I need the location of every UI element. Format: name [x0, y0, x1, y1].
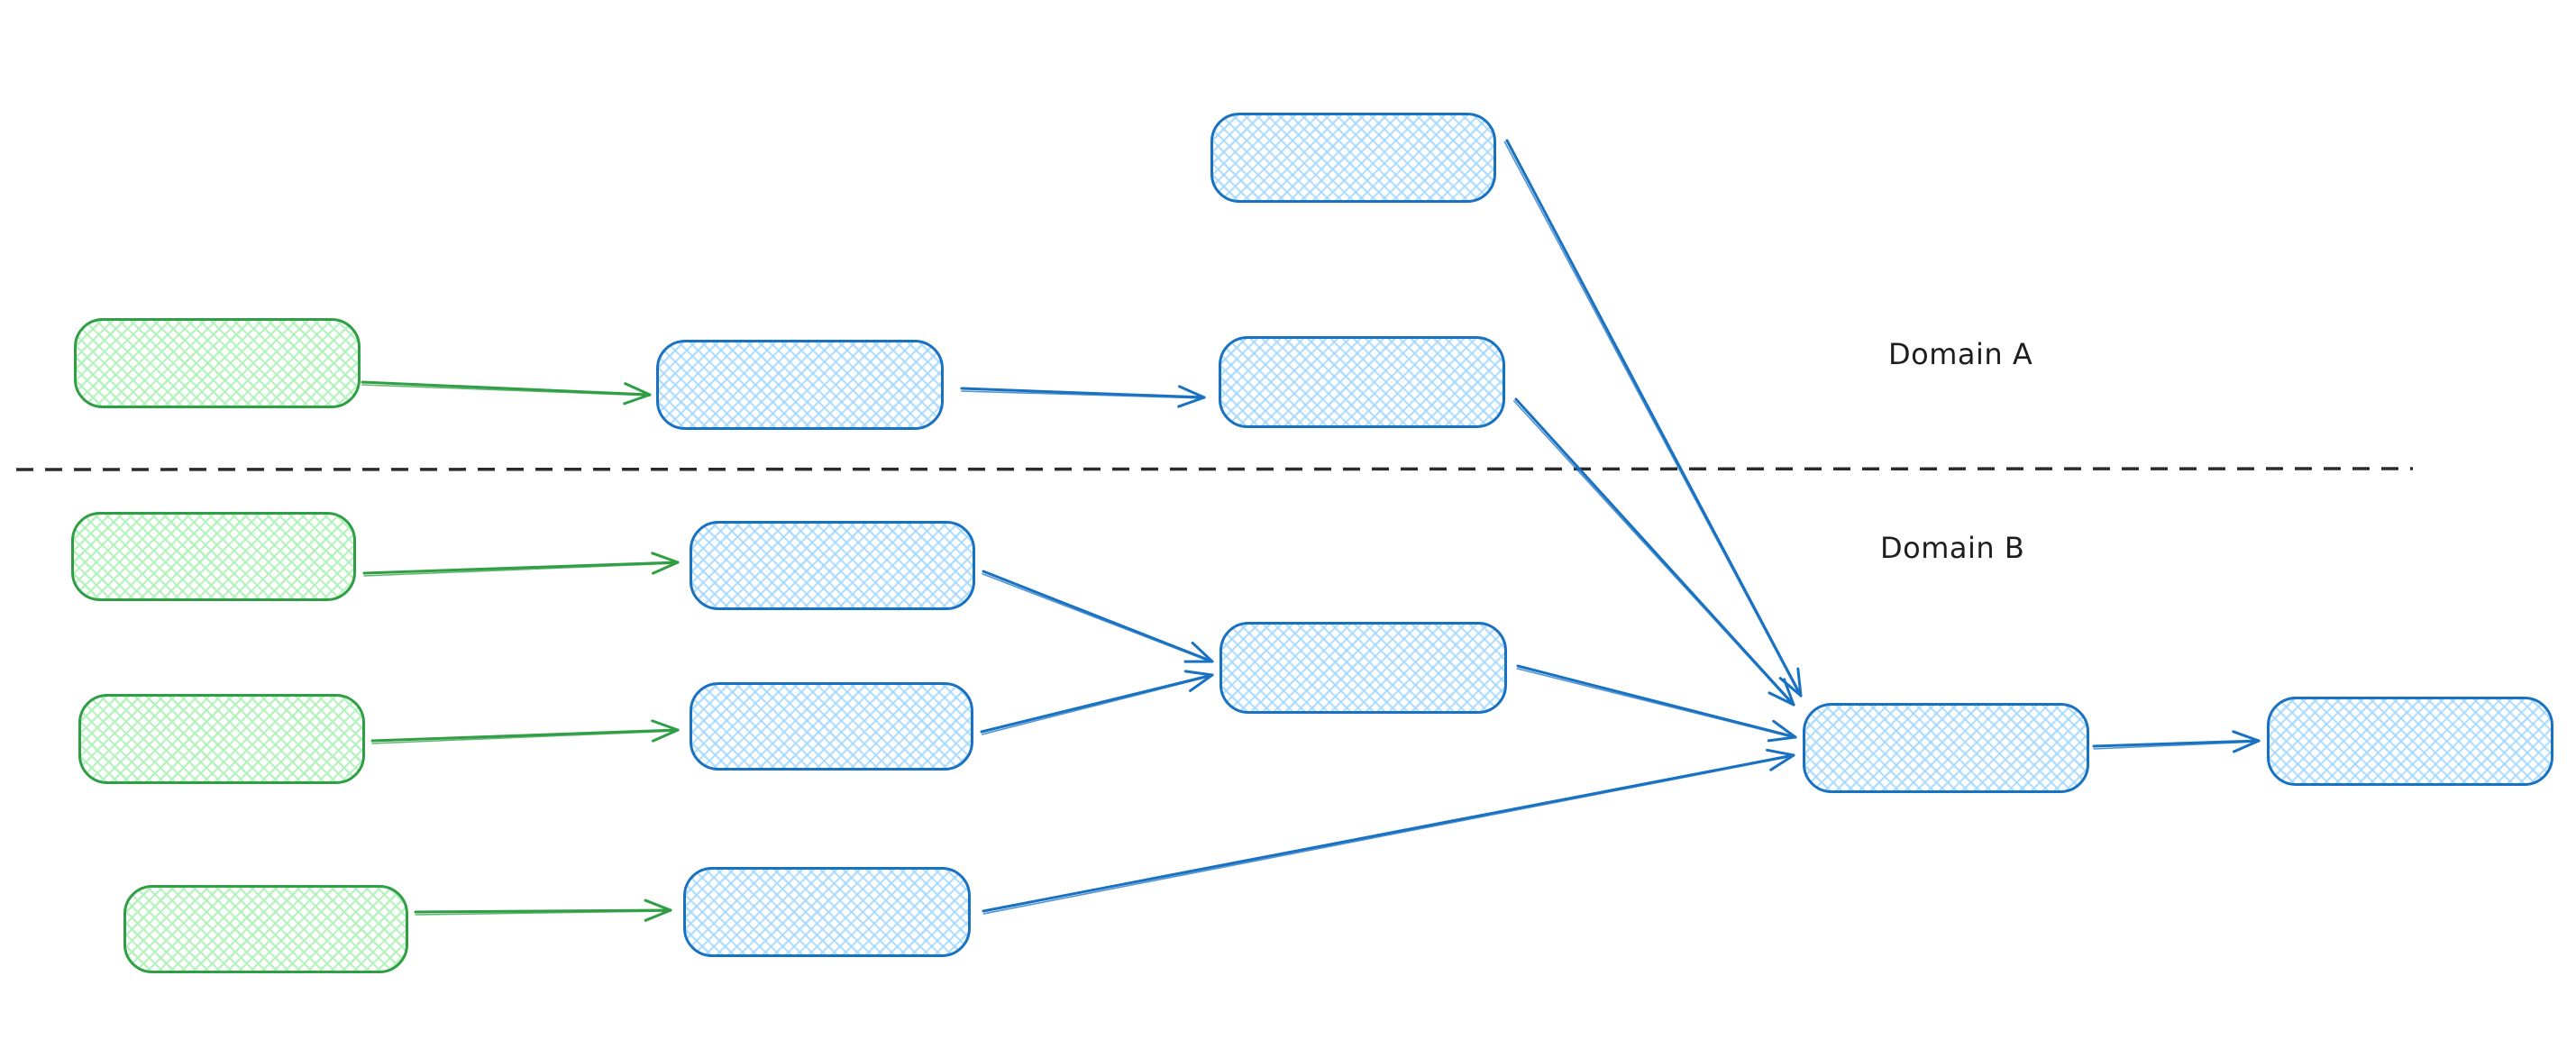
arrow-b-source2-to-stage2[interactable]: [370, 719, 680, 744]
node-domain-b-join[interactable]: [1219, 622, 1507, 714]
arrow-b-source3-to-stage3[interactable]: [414, 898, 672, 922]
node-merge[interactable]: [1803, 703, 2089, 793]
arrow-b-stage1-to-join[interactable]: [982, 570, 1214, 663]
arrow-b-stage3-to-merge[interactable]: [982, 748, 1795, 915]
node-domain-b-source-2[interactable]: [78, 694, 365, 784]
label-domain-a: Domain A: [1888, 337, 2033, 371]
arrow-a-stage2-to-merge[interactable]: [1512, 397, 1795, 707]
node-domain-b-stage-1[interactable]: [690, 521, 975, 610]
arrow-b-stage2-to-join[interactable]: [980, 670, 1214, 735]
node-domain-a-stage-1[interactable]: [656, 340, 944, 430]
node-domain-b-stage-2[interactable]: [690, 682, 973, 771]
arrow-a-source-to-stage1[interactable]: [361, 380, 652, 406]
arrow-a-stage1-to-stage2[interactable]: [960, 385, 1206, 408]
arrow-b-join-to-merge[interactable]: [1516, 664, 1797, 743]
node-top-input[interactable]: [1210, 113, 1496, 203]
node-domain-b-source-1[interactable]: [71, 512, 356, 601]
label-domain-b: Domain B: [1880, 531, 2025, 565]
domain-divider-dashed-line: [15, 467, 2414, 471]
arrow-merge-to-output[interactable]: [2092, 730, 2261, 753]
node-domain-b-stage-3[interactable]: [683, 867, 971, 957]
node-domain-b-source-3[interactable]: [123, 885, 408, 973]
node-output[interactable]: [2267, 697, 2553, 786]
node-domain-a-stage-2[interactable]: [1219, 336, 1505, 428]
arrow-top-to-merge[interactable]: [1503, 139, 1803, 698]
node-domain-a-source[interactable]: [74, 318, 361, 408]
arrow-b-source1-to-stage1[interactable]: [362, 552, 680, 577]
